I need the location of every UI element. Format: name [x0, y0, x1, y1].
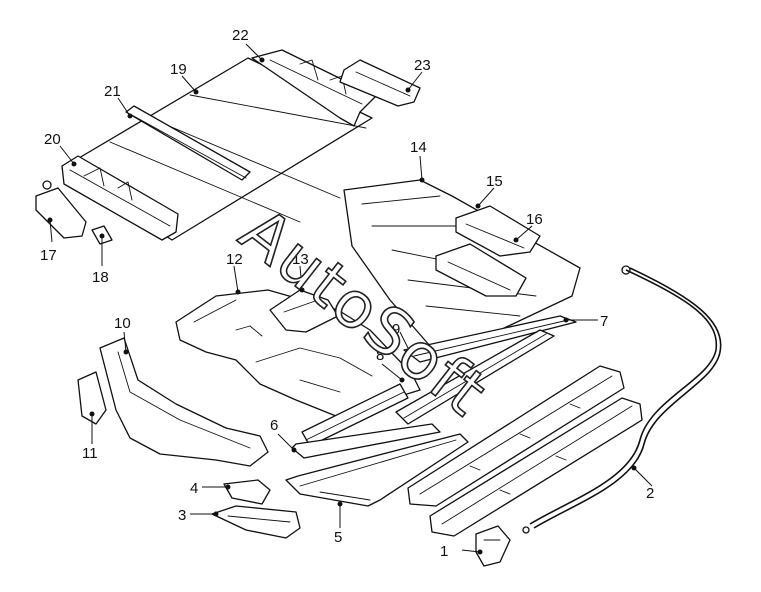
latch-bracket: [475, 525, 511, 567]
callout-labels: 1 2 3 4 5 6 7 8 9 10 11 12 13 14 15 16 1…: [40, 27, 654, 560]
callout-17: 17: [40, 247, 57, 264]
callout-21: 21: [104, 83, 121, 100]
callout-5: 5: [334, 529, 342, 546]
inner-sill: [301, 383, 409, 447]
side-member-upper: [407, 365, 625, 507]
release-cable: [522, 265, 722, 534]
callout-20: 20: [44, 131, 61, 148]
callout-23: 23: [414, 57, 431, 74]
callout-11: 11: [82, 445, 98, 462]
callout-13: 13: [292, 251, 309, 268]
roof-bow: [125, 105, 251, 181]
seat-crossmember: [435, 243, 527, 297]
callout-12: 12: [226, 251, 243, 268]
sill-reinforcement: [403, 315, 577, 363]
callout-18: 18: [92, 269, 109, 286]
callout-1: 1: [440, 543, 448, 560]
rear-crossmember: [455, 205, 541, 257]
callout-4: 4: [190, 480, 198, 497]
side-sill-inner: [395, 329, 555, 425]
callout-22: 22: [232, 27, 249, 44]
callout-9: 9: [392, 321, 400, 338]
support-bracket: [211, 505, 301, 539]
callout-6: 6: [270, 417, 278, 434]
callout-16: 16: [526, 211, 543, 228]
callout-3: 3: [178, 507, 186, 524]
door-sill-strip: [291, 423, 441, 459]
front-roof-header: [61, 155, 179, 241]
callout-10: 10: [114, 315, 131, 332]
callout-15: 15: [486, 173, 503, 190]
rear-bracket: [339, 59, 421, 107]
callout-2: 2: [646, 485, 654, 502]
rocker-panel: [285, 433, 469, 507]
side-bracket: [77, 371, 107, 425]
front-floor-tunnel: [99, 337, 269, 467]
callout-8: 8: [376, 347, 384, 364]
mount-bracket: [223, 479, 271, 505]
callout-14: 14: [410, 139, 427, 156]
side-member-lower: [429, 397, 643, 537]
leader-lines: [47, 43, 653, 555]
sun-visor: [35, 180, 87, 239]
callout-19: 19: [170, 61, 187, 78]
callout-7: 7: [600, 313, 608, 330]
